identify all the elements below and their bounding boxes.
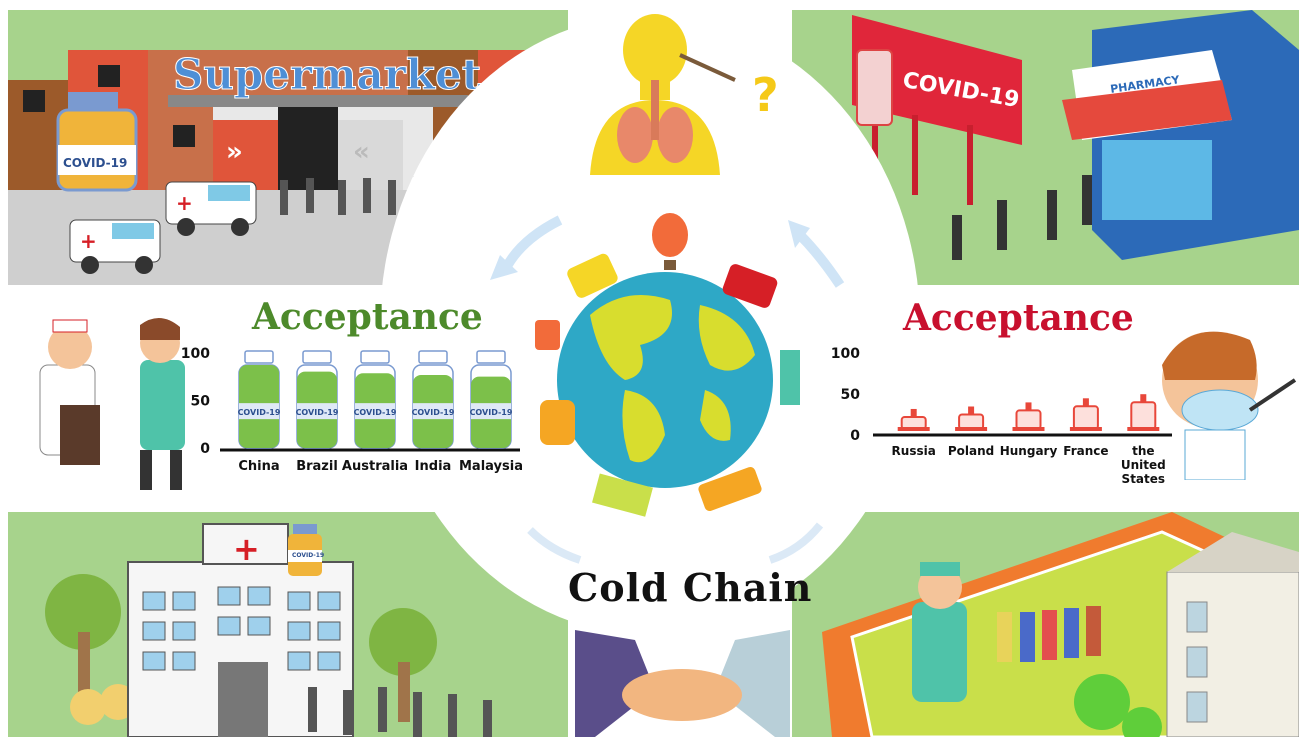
syringe-grip [1127,427,1160,431]
bar-fill [958,413,985,430]
y-tick-label: 100 [181,346,210,362]
bar-fill [1015,409,1042,431]
bottle-cap [302,350,332,364]
x-tick-label: China [238,459,279,474]
sneezing-boy-illustration [1162,331,1297,481]
nurse-illustration [39,317,185,490]
syringe-tip [1025,402,1032,411]
arrow-lower-right-icon [768,522,824,564]
school-scene [792,512,1299,737]
right-sneezing-boy [1150,310,1299,481]
bottle-band [239,403,279,420]
bar-india: COVID-19 [412,350,455,449]
bar-fill [1072,405,1099,431]
syringe-tip [910,408,917,417]
syringe-grip [955,427,988,431]
bar-france [1069,398,1102,431]
bar-malaysia: COVID-19 [470,350,513,449]
x-tick-label: Hungary [1000,444,1058,458]
x-tick-label: Malaysia [459,459,523,474]
roof-bottle-label: COVID-19 [292,552,325,559]
hospital-illustration: + [45,523,492,737]
bottle-label: COVID-19 [63,156,128,170]
x-tick-label: Brazil [296,459,338,474]
y-tick-label: 50 [841,387,861,403]
supermarket-sign: Supermarket [172,50,482,100]
court-illustration [822,512,1299,737]
cold-chain-title: Cold Chain [568,565,813,610]
x-tick-label: Russia [892,444,936,458]
arrow-upper-right-icon [788,220,845,288]
bar-china: COVID-19 [238,350,281,449]
bottle-cap [476,350,506,364]
bottle-label: COVID-19 [412,408,455,417]
bottle-band [297,403,337,420]
bar-brazil: COVID-19 [296,350,339,449]
y-tick-label: 0 [850,428,860,444]
syringe-tip [968,406,975,415]
bottle-label: COVID-19 [470,408,513,417]
y-tick-label: 0 [200,441,210,457]
bottle-band [413,403,453,420]
globe-with-vehicles [535,213,800,517]
bar-poland [955,406,988,431]
pharmacy-illustration [852,10,1299,260]
svg-text:+: + [233,530,260,568]
x-tick-label: France [1063,444,1108,458]
bottle-cap [360,350,390,364]
handshake-illustration [575,630,790,737]
svg-text:+: + [176,191,193,215]
bottle-cap [418,350,448,364]
x-tick-label: Australia [342,459,408,474]
bottle-cap [244,350,274,364]
bar-hungary [1012,402,1045,431]
left-chart-title: Acceptance [252,296,483,338]
arrow-lower-left-icon [527,527,582,564]
syringe-grip [897,427,930,431]
svg-text:»: » [226,137,243,167]
syringe-tip [1082,398,1089,407]
bottle-label: COVID-19 [354,408,397,417]
bottle-band [471,403,511,420]
arrow-upper-left-icon [490,215,563,280]
x-tick-label: Poland [948,444,994,458]
svg-text:+: + [80,229,97,253]
left-vaccinating-nurse [15,305,195,495]
syringe-grip [1069,427,1102,431]
svg-text:«: « [353,137,370,167]
bottle-label: COVID-19 [296,408,339,417]
bar-russia [897,408,930,431]
bar-australia: COVID-19 [354,350,397,449]
respiratory-figure [590,14,736,175]
bottle-band [355,403,395,420]
x-tick-label: India [415,459,452,474]
bar-the-united-states [1127,394,1160,431]
y-tick-label: 50 [191,394,211,410]
y-tick-label: 100 [831,346,860,362]
question-mark: ? [752,68,779,122]
right-chart-title: Acceptance [903,297,1134,339]
syringe-tip [1140,394,1147,403]
syringe-grip [1012,427,1045,431]
bottle-label: COVID-19 [238,408,281,417]
